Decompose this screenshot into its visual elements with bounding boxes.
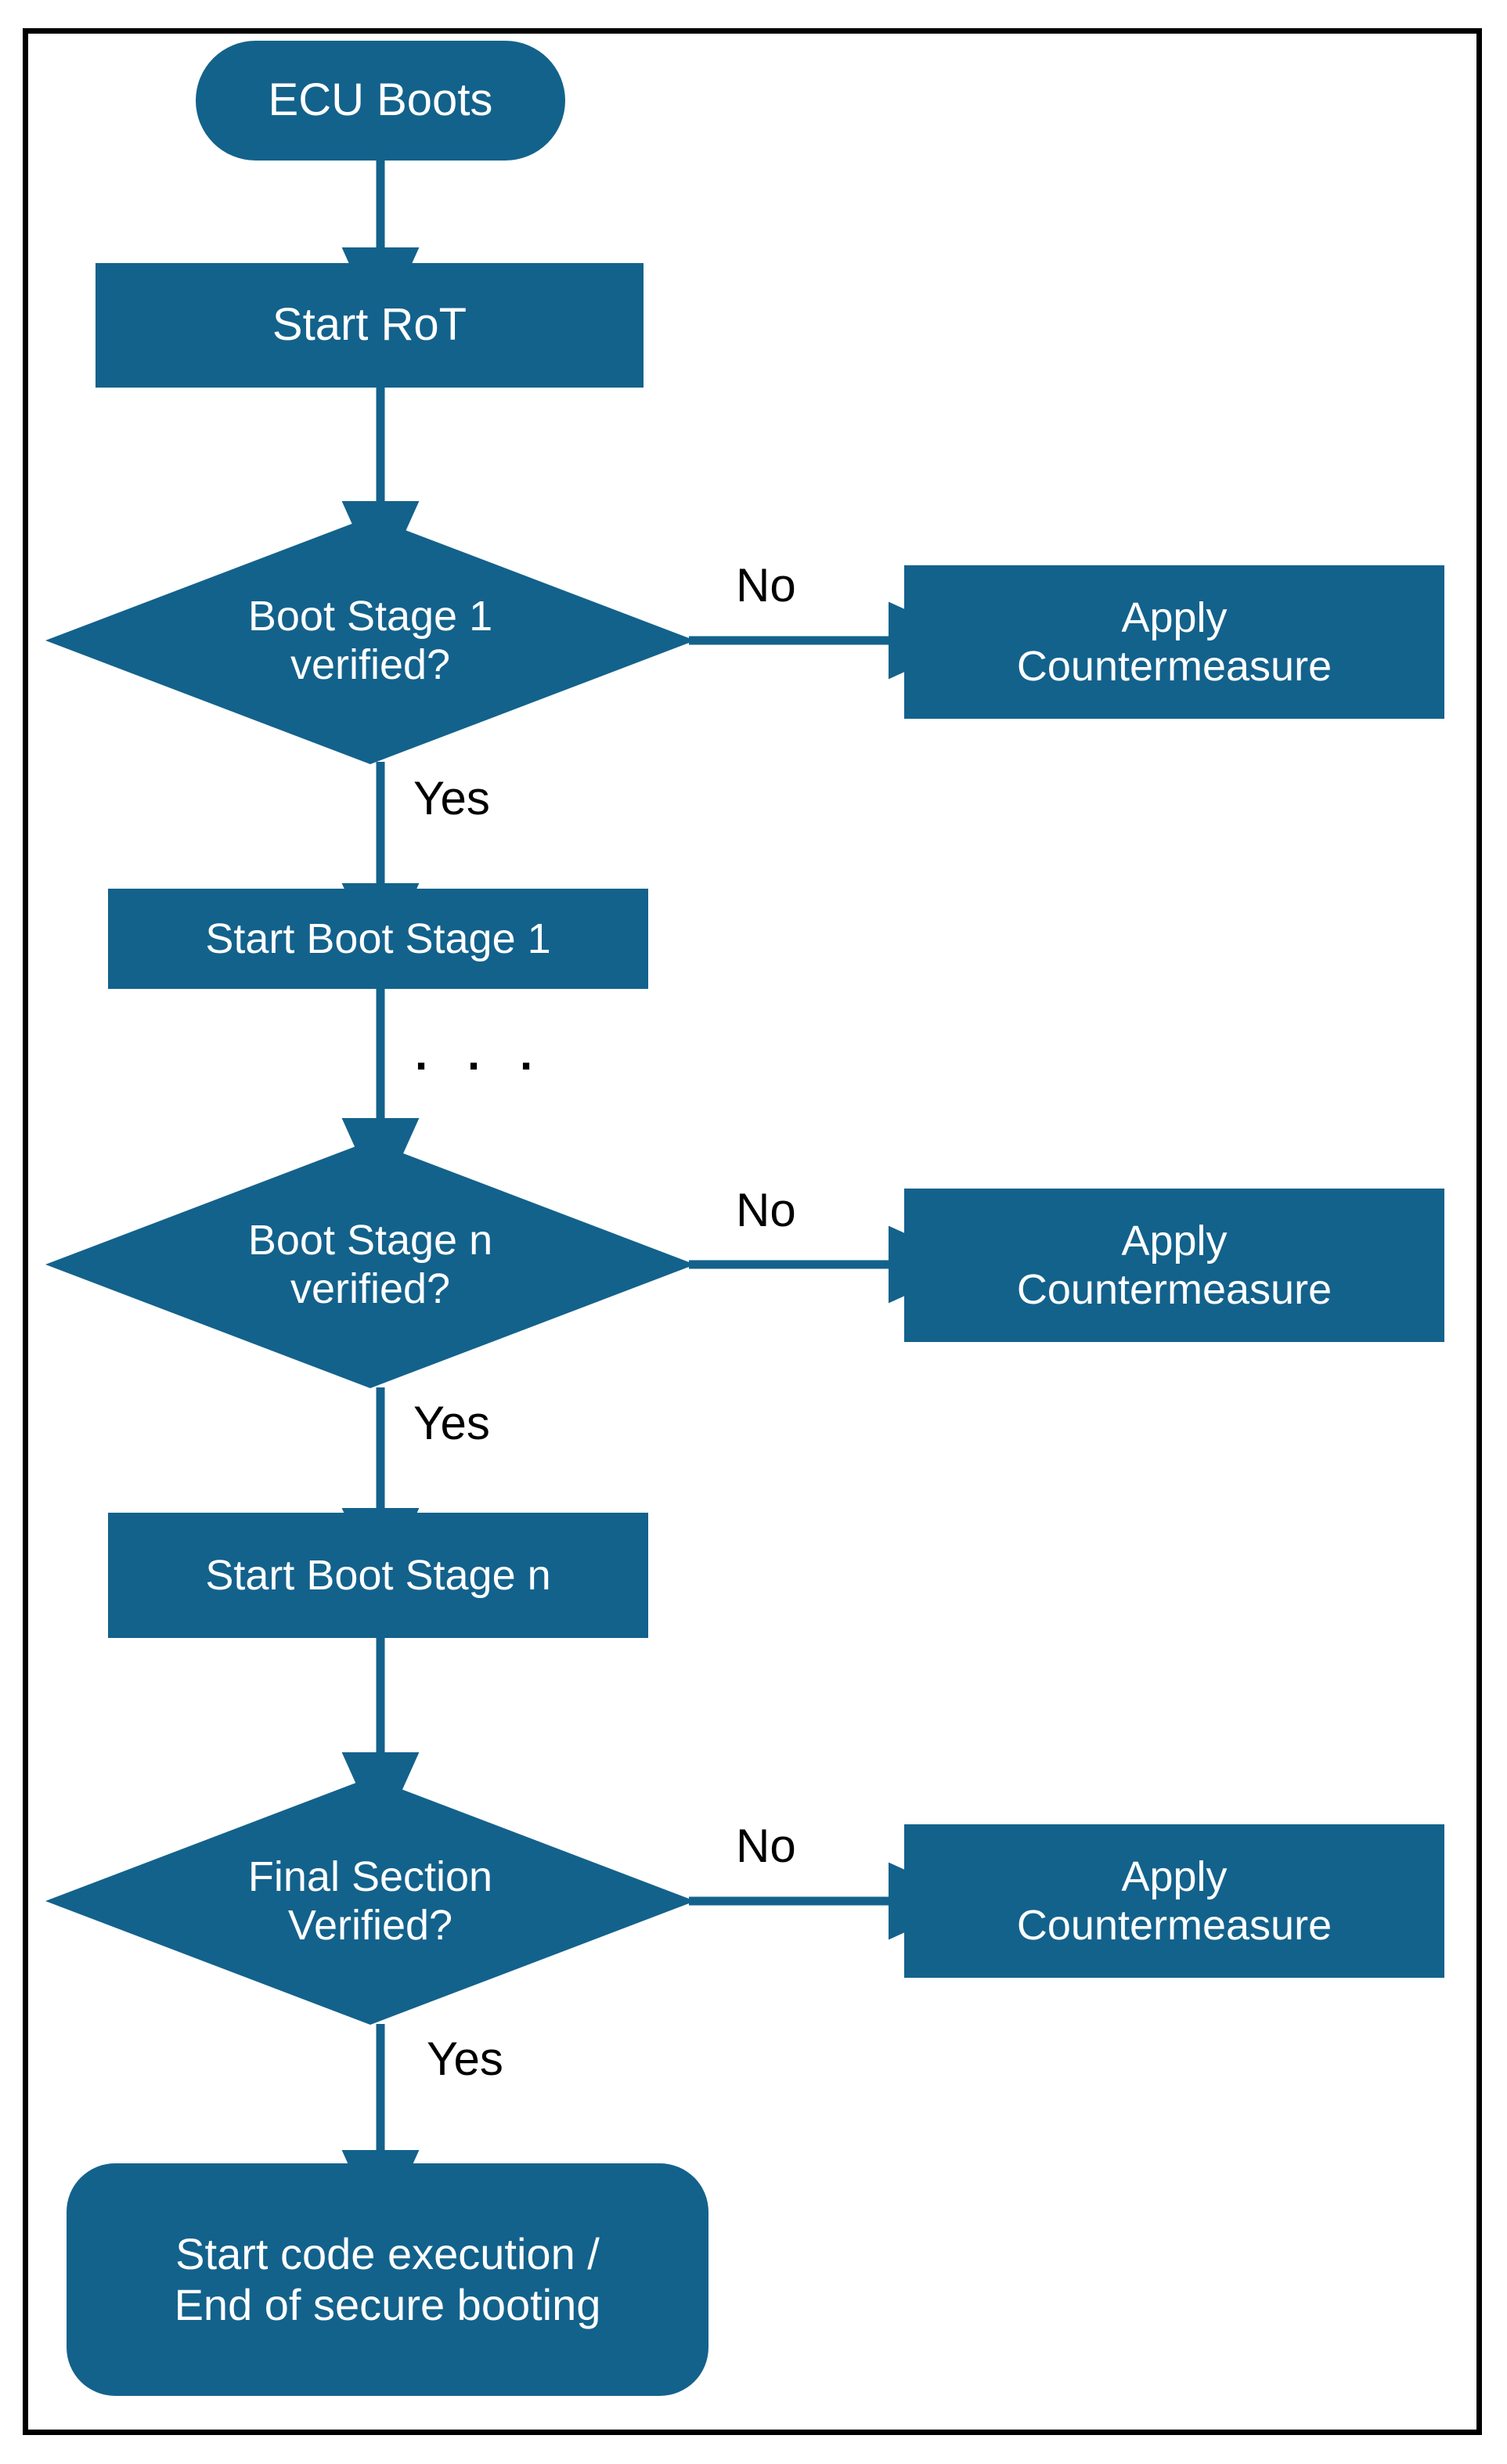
node-start-boot-stage-n[interactable]: Start Boot Stage n <box>108 1513 648 1638</box>
node-end-terminal[interactable]: Start code execution / End of secure boo… <box>67 2163 708 2396</box>
node-boot-stage-n-verified-label: Boot Stage n verified? <box>247 1216 493 1312</box>
edge-label-yes-3: Yes <box>427 2033 503 2085</box>
node-apply-countermeasure-1-label: Apply Countermeasure <box>1016 593 1332 690</box>
diamond-shape <box>45 1141 695 1388</box>
node-final-section-verified-label: Final Section Verified? <box>247 1853 493 1949</box>
edge-label-no-2: No <box>736 1184 796 1236</box>
node-apply-countermeasure-3[interactable]: Apply Countermeasure <box>904 1824 1444 1978</box>
diamond-shape <box>45 517 695 764</box>
node-ecu-boots-label: ECU Boots <box>268 74 493 126</box>
node-boot-stage-1-verified[interactable]: Boot Stage 1 verified? <box>45 517 695 764</box>
node-start-boot-stage-1[interactable]: Start Boot Stage 1 <box>108 889 648 989</box>
node-apply-countermeasure-2[interactable]: Apply Countermeasure <box>904 1189 1444 1342</box>
edge-label-no-3: No <box>736 1820 796 1872</box>
node-apply-countermeasure-2-label: Apply Countermeasure <box>1016 1217 1332 1313</box>
node-boot-stage-1-verified-label: Boot Stage 1 verified? <box>247 592 493 688</box>
node-apply-countermeasure-3-label: Apply Countermeasure <box>1016 1853 1332 1949</box>
edge-label-yes-1: Yes <box>413 772 490 824</box>
node-start-rot-label: Start RoT <box>272 299 467 351</box>
edge-label-no-1: No <box>736 559 796 611</box>
node-start-rot[interactable]: Start RoT <box>96 263 644 388</box>
node-boot-stage-n-verified[interactable]: Boot Stage n verified? <box>45 1141 695 1388</box>
node-start-boot-stage-1-label: Start Boot Stage 1 <box>205 915 551 962</box>
edge-label-yes-2: Yes <box>413 1397 490 1449</box>
node-ecu-boots[interactable]: ECU Boots <box>196 41 565 161</box>
node-end-terminal-label: Start code execution / End of secure boo… <box>174 2229 601 2329</box>
node-start-boot-stage-n-label: Start Boot Stage n <box>205 1551 551 1599</box>
node-apply-countermeasure-1[interactable]: Apply Countermeasure <box>904 565 1444 719</box>
diamond-shape <box>45 1777 695 2025</box>
ellipsis-between-stages: . . . <box>415 1029 546 1080</box>
node-final-section-verified[interactable]: Final Section Verified? <box>45 1777 695 2025</box>
